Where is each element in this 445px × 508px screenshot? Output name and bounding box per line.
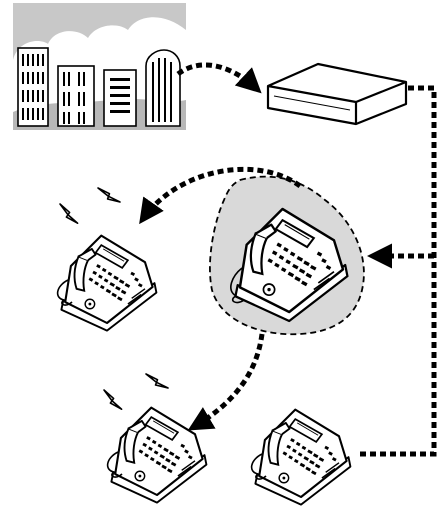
connector-city-to-pbx <box>178 65 258 90</box>
phone-ringing-left <box>58 182 157 331</box>
phone-ringing-bottom <box>104 368 206 503</box>
ring-signal-icon <box>60 182 120 226</box>
ring-signal-icon <box>104 368 168 412</box>
connector-center-to-bottom-phone <box>192 334 262 428</box>
pbx-unit-icon <box>268 64 406 124</box>
city-skyline-icon <box>13 3 186 130</box>
connector-pbx-right-trunk <box>356 88 434 454</box>
phone-idle-bottom-right <box>252 410 351 505</box>
